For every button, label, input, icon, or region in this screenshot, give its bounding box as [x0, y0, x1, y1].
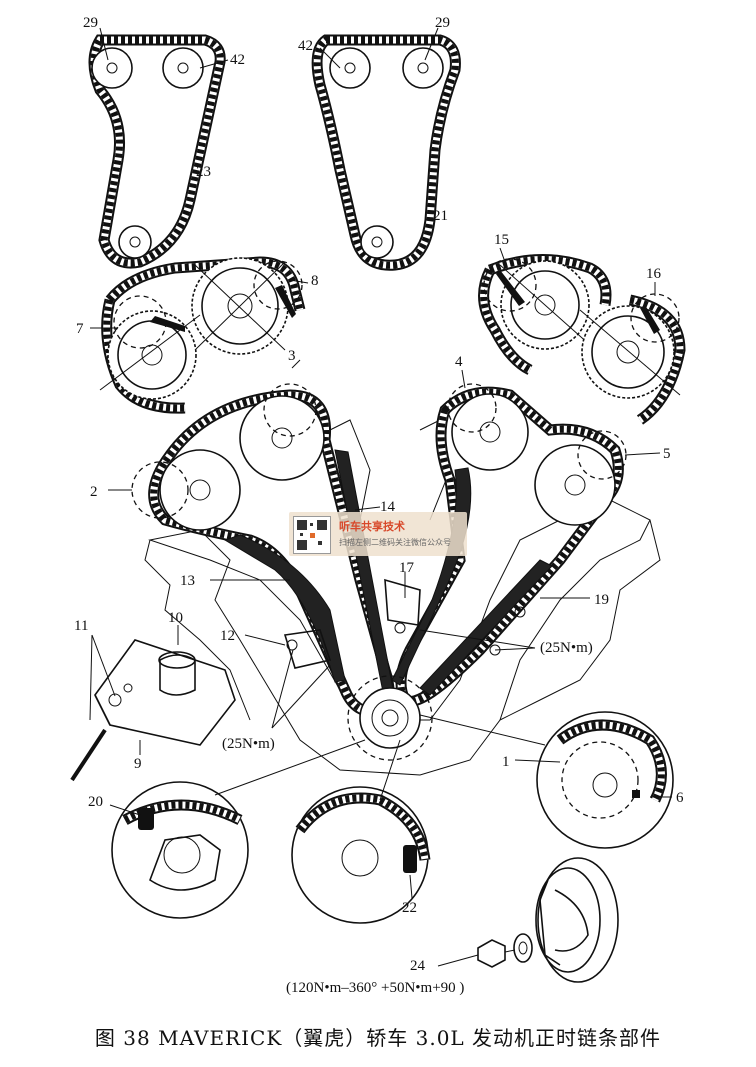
torque-spec-right: (25N•m) — [540, 640, 593, 656]
tensioner-arm — [223, 534, 346, 683]
detail-6 — [419, 711, 674, 849]
washer-and-bolt — [477, 933, 533, 968]
fixed-chain-guide — [419, 559, 553, 696]
watermark-title: 听车共享技术 — [339, 520, 405, 533]
torque-spec-left: (25N•m) — [222, 736, 275, 752]
right-cam-chain-assembly — [311, 34, 461, 271]
label-17: 17 — [399, 560, 415, 576]
tensioner-12 — [283, 629, 332, 669]
crankshaft-sprocket — [347, 675, 433, 761]
label-23: 23 — [196, 164, 211, 180]
retaining-pin — [70, 728, 107, 782]
crankshaft-pulley — [535, 857, 619, 983]
label-24: 24 — [410, 958, 426, 974]
detail-22 — [291, 739, 431, 924]
tensioner-17 — [384, 578, 421, 634]
label-2: 2 — [90, 484, 98, 500]
crank-sprocket — [360, 225, 394, 259]
qr-code-icon — [293, 516, 331, 554]
figure-caption: 图 38 MAVERICK（翼虎）轿车 3.0L 发动机正时链条部件 — [94, 1026, 662, 1050]
torque-spec-crank-bolt: (120N•m–360° +50N•m+90 ) — [286, 980, 464, 996]
label-16: 16 — [646, 266, 662, 282]
detail-20 — [111, 739, 366, 919]
label-14: 14 — [380, 499, 396, 515]
watermark-subtitle: 扫描左侧二维码关注微信公众号 — [339, 538, 451, 547]
label-15: 15 — [494, 232, 509, 248]
label-42b: 42 — [298, 38, 313, 54]
label-21: 21 — [433, 208, 448, 224]
label-29a: 29 — [83, 15, 98, 31]
label-29b: 29 — [435, 15, 450, 31]
cam-sprocket — [329, 47, 371, 89]
label-22: 22 — [402, 900, 417, 916]
label-6: 6 — [676, 790, 684, 806]
part-labels: 29 42 23 42 29 21 8 7 3 15 16 4 5 2 14 1… — [74, 15, 684, 974]
label-5: 5 — [663, 446, 671, 462]
cam-sprocket — [91, 47, 133, 89]
label-9: 9 — [134, 756, 142, 772]
left-cam-chain-assembly — [88, 34, 226, 269]
label-20: 20 — [88, 794, 103, 810]
right-cam-gear-pair — [478, 253, 686, 425]
watermark-banner: 听车共享技术 扫描左侧二维码关注微信公众号 — [289, 512, 467, 556]
label-10: 10 — [168, 610, 183, 626]
cam-sprocket — [162, 47, 204, 89]
label-7: 7 — [76, 321, 84, 337]
label-11: 11 — [74, 618, 88, 634]
fixed-chain-guide — [334, 449, 396, 703]
label-1: 1 — [502, 754, 510, 770]
left-cam-gear-pair — [99, 256, 306, 414]
leader-lines — [89, 27, 672, 967]
crank-sprocket — [118, 225, 152, 259]
tensioner-arm — [391, 467, 472, 686]
label-12: 12 — [220, 628, 235, 644]
label-19: 19 — [594, 592, 609, 608]
label-42a: 42 — [230, 52, 245, 68]
label-13: 13 — [180, 573, 195, 589]
chain-tensioner-assembly — [70, 639, 236, 782]
torque-specs: (25N•m) (25N•m) (120N•m–360° +50N•m+90 ) — [222, 640, 593, 996]
label-3: 3 — [288, 348, 296, 364]
label-8: 8 — [311, 273, 319, 289]
label-4: 4 — [455, 354, 463, 370]
cam-sprocket — [402, 47, 444, 89]
